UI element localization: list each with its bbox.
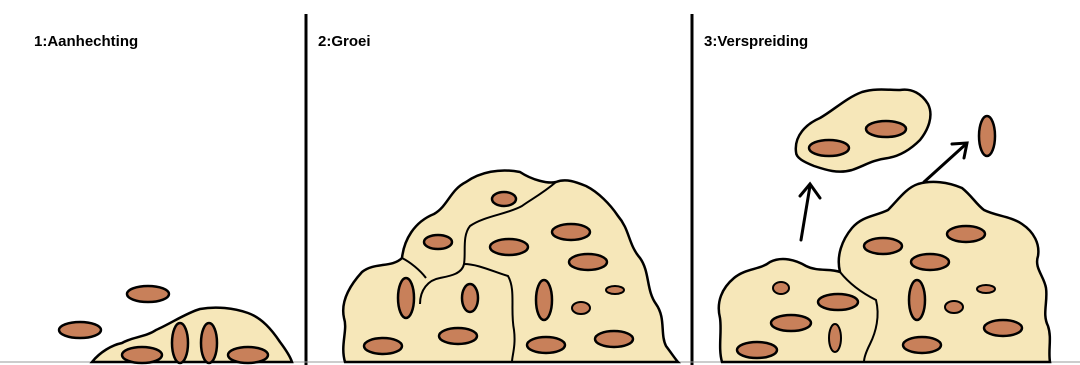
cell (984, 320, 1022, 336)
panel-attachment (59, 286, 292, 363)
free-cell (979, 116, 995, 156)
cell (490, 239, 528, 255)
free-cell (127, 286, 169, 302)
stage-label-attachment: 1:Aanhechting (34, 33, 138, 50)
cell (809, 140, 849, 156)
arrow-icon (800, 184, 820, 240)
cell (864, 238, 902, 254)
cell (771, 315, 811, 331)
cell (737, 342, 777, 358)
cell (122, 347, 162, 363)
cell (462, 284, 478, 312)
detached-matrix-blob (796, 90, 931, 172)
cell (536, 280, 552, 320)
cell (773, 282, 789, 294)
cell (818, 294, 858, 310)
cell (439, 328, 477, 344)
cell (911, 254, 949, 270)
cell (909, 280, 925, 320)
panel-growth (343, 170, 678, 362)
cell (903, 337, 941, 353)
stage-label-dispersal: 3:Verspreiding (704, 33, 808, 50)
panel-dispersal (719, 90, 1050, 363)
cell (552, 224, 590, 240)
arrow-icon (924, 143, 967, 182)
cell (527, 337, 565, 353)
cell (398, 278, 414, 318)
cell (201, 323, 217, 363)
cell (947, 226, 985, 242)
cell (228, 347, 268, 363)
free-cell (59, 322, 101, 338)
cell (606, 286, 624, 294)
cell (866, 121, 906, 137)
cell (572, 302, 590, 314)
cell (569, 254, 607, 270)
cell (829, 324, 841, 352)
cell (364, 338, 402, 354)
cell (424, 235, 452, 249)
cell (492, 192, 516, 206)
cell (172, 323, 188, 363)
stage-label-growth: 2:Groei (318, 33, 371, 50)
cell (977, 285, 995, 293)
cell (945, 301, 963, 313)
cell (595, 331, 633, 347)
